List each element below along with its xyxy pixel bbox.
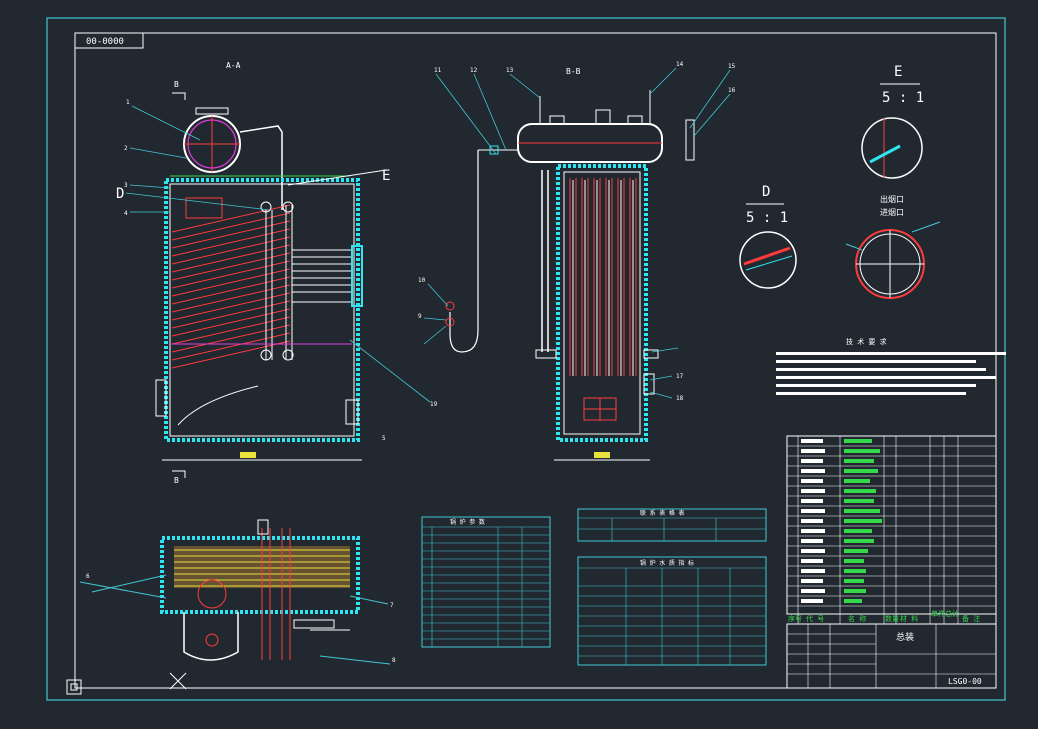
bom-header-total: 总计	[945, 609, 959, 618]
marker-b-bottom: B	[174, 476, 179, 485]
detail-d: D 5 : 1	[739, 184, 797, 289]
frame-code-box	[74, 32, 144, 49]
detail-e-label: E	[894, 64, 902, 80]
thermal-table: 锅 炉 水 质 指 标	[577, 556, 767, 666]
plan-view	[79, 519, 391, 665]
outlet-text: 出烟口	[880, 194, 904, 204]
side-section-title: A-A	[226, 61, 241, 70]
marker-b-top: B	[174, 80, 179, 89]
sheet-border-inner	[74, 32, 997, 689]
callout-13: 13	[506, 67, 514, 74]
shell-body	[556, 164, 648, 442]
bom-table: 序号 代 号 名 称 数量 材 料 单件 总计 备 注	[786, 435, 997, 624]
corner-marker-icon	[66, 679, 82, 695]
detail-d-label: D	[762, 184, 770, 200]
furnace-casing	[164, 178, 360, 442]
technical-requirements: 技 术 要 求	[776, 337, 1006, 395]
bom-header-note: 备 注	[962, 614, 980, 623]
callout-11: 11	[434, 67, 442, 74]
callout-18: 18	[676, 395, 684, 402]
callout-4: 4	[124, 210, 128, 217]
callout-10: 10	[418, 277, 426, 284]
callout-9: 9	[418, 313, 422, 320]
inlet-text: 进烟口	[880, 208, 904, 217]
outlet-detail: 出烟口 进烟口	[845, 194, 941, 299]
connection-table-title: 联 系 表 格 表	[640, 509, 684, 517]
front-section-view: B-B	[423, 67, 731, 461]
connection-table: 联 系 表 格 表	[577, 508, 767, 542]
params-table-title: 锅 炉 参 数	[450, 518, 485, 526]
callout-6: 6	[86, 573, 90, 580]
callout-7: 7	[390, 602, 394, 609]
callout-19: 19	[430, 401, 438, 408]
vertical-tube-bank	[569, 178, 637, 376]
economizer-pack	[291, 249, 353, 303]
bom-header-name: 名 称	[848, 614, 866, 623]
crosshair-icon	[169, 672, 187, 690]
tech-req-title: 技 术 要 求	[846, 337, 887, 346]
callout-17: 17	[676, 373, 684, 380]
callout-14: 14	[676, 61, 684, 68]
title-block: 总装 LSG0-00	[786, 623, 997, 689]
callout-8: 8	[392, 657, 396, 664]
detail-e-scale: 5 : 1	[882, 90, 924, 106]
callout-15: 15	[728, 63, 736, 70]
callout-3: 3	[124, 182, 128, 189]
bom-header-index: 序号	[788, 614, 802, 623]
side-section-view: A-A B B	[116, 61, 431, 485]
callout-12: 12	[470, 67, 478, 74]
callout-2: 2	[124, 145, 128, 152]
bom-header-qty: 数量	[885, 614, 899, 623]
params-table: 锅 炉 参 数	[421, 516, 551, 648]
callout-5: 5	[382, 435, 386, 442]
label-d-side: D	[116, 186, 124, 202]
detail-d-scale: 5 : 1	[746, 210, 788, 226]
callout-1: 1	[126, 99, 130, 106]
front-section-title: B-B	[566, 67, 581, 76]
sheet-border-outer	[46, 17, 1006, 701]
label-e-side: E	[382, 168, 390, 184]
thermal-table-title: 锅 炉 水 质 指 标	[640, 559, 694, 567]
bom-header-code: 代 号	[806, 614, 824, 623]
detail-e: E 5 : 1	[861, 64, 924, 179]
title-block-drawing-no: LSG0-00	[948, 677, 982, 686]
frame-code: 00-0000	[86, 37, 124, 47]
callout-labels: 1 2 3 4 5 6 7 8 9 10 11 12 13 14 15 16 1…	[86, 61, 736, 664]
title-block-name: 总装	[896, 631, 914, 643]
bom-header-unit: 单件	[931, 609, 945, 618]
callout-16: 16	[728, 87, 736, 94]
bom-header-material: 材 料	[900, 614, 918, 623]
